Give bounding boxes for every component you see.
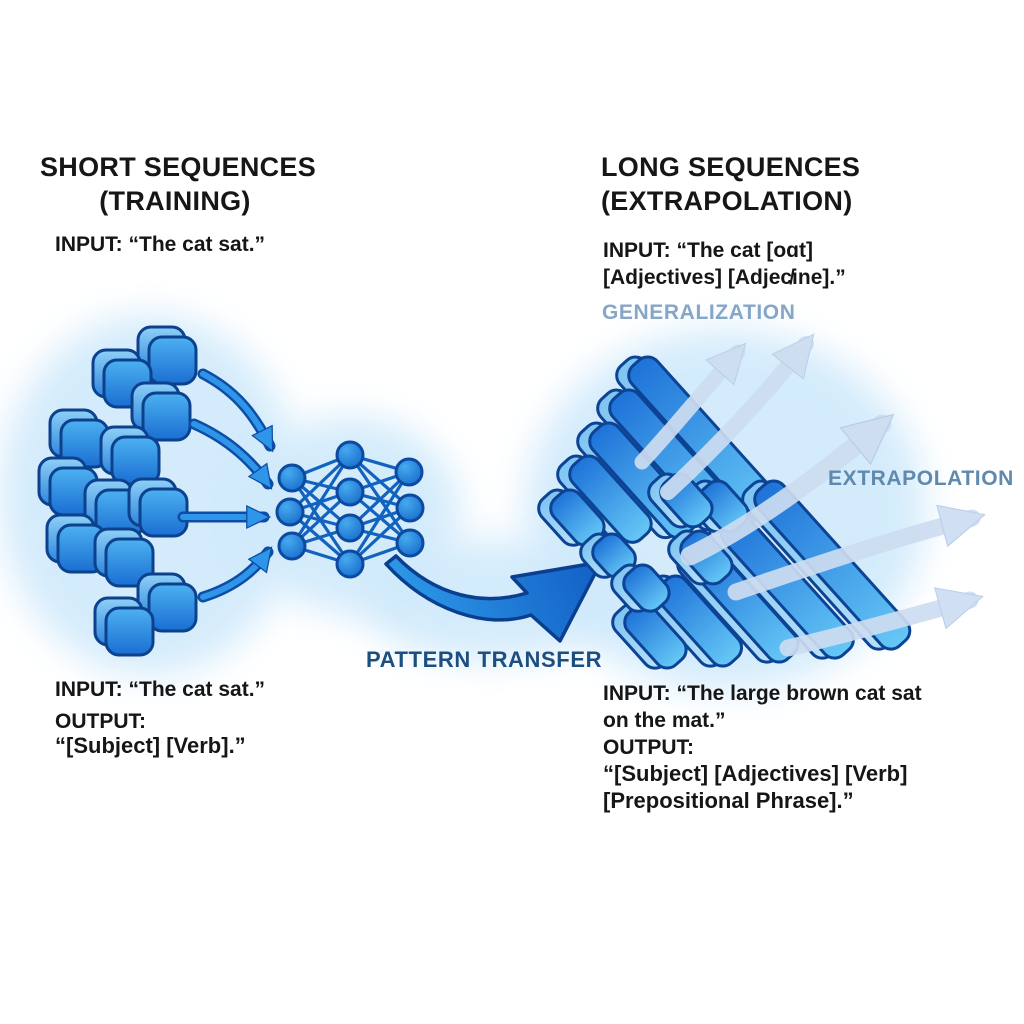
right-output-label: OUTPUT:: [603, 736, 694, 759]
right-title-line2: (EXTRAPOLATION): [601, 186, 853, 216]
left-title-line2: (TRAINING): [99, 186, 251, 216]
left-section-title: SHORT SEQUENCES (TRAINING): [40, 150, 317, 218]
neural-network-icon: [275, 440, 425, 579]
right-title-line1: LONG SEQUENCES: [601, 152, 861, 182]
sequence-bar: [610, 563, 671, 613]
generalization-label: GENERALIZATION: [602, 301, 796, 324]
extrapolation-label: EXTRAPOLATION: [828, 467, 1014, 490]
right-output-value: “[Subject] [Adjectives] [Verb] [Preposit…: [603, 760, 907, 814]
right-output-value-line1: “[Subject] [Adjectives] [Verb]: [603, 761, 908, 786]
right-input-top-line1: INPUT: “The cat [oɑt]: [603, 239, 813, 262]
left-title-line1: SHORT SEQUENCES: [40, 152, 317, 182]
sequence-bar: [556, 454, 653, 544]
left-input-bottom: INPUT: “The cat sat.”: [55, 678, 266, 701]
left-output-value: “[Subject] [Verb].”: [55, 733, 246, 758]
right-input-bottom-line1: INPUT: “The large brown cat sat: [603, 682, 922, 705]
generalization-arrows: [634, 333, 986, 657]
right-section-title: LONG SEQUENCES (EXTRAPOLATION): [601, 150, 860, 218]
left-output-label: OUTPUT:: [55, 710, 146, 733]
long-sequence-stack: [537, 355, 912, 670]
sequence-bar: [537, 488, 606, 547]
input-arrows: [177, 368, 276, 603]
right-input-top: INPUT: “The cat [oɑt] [Adjectives] [Adje…: [603, 237, 846, 291]
right-input-bottom-line2: on the mat.”: [603, 709, 726, 732]
sequence-bar: [611, 602, 688, 670]
right-input-top-line2: [Adjectives] [Adjec̸ine].”: [603, 266, 846, 289]
left-input-top: INPUT: “The cat sat.”: [55, 233, 266, 256]
pattern-transfer-label: PATTERN TRANSFER: [366, 647, 603, 672]
right-output-value-line2: [Prepositional Phrase].”: [603, 788, 854, 813]
right-input-bottom: INPUT: “The large brown cat sat on the m…: [603, 680, 922, 734]
